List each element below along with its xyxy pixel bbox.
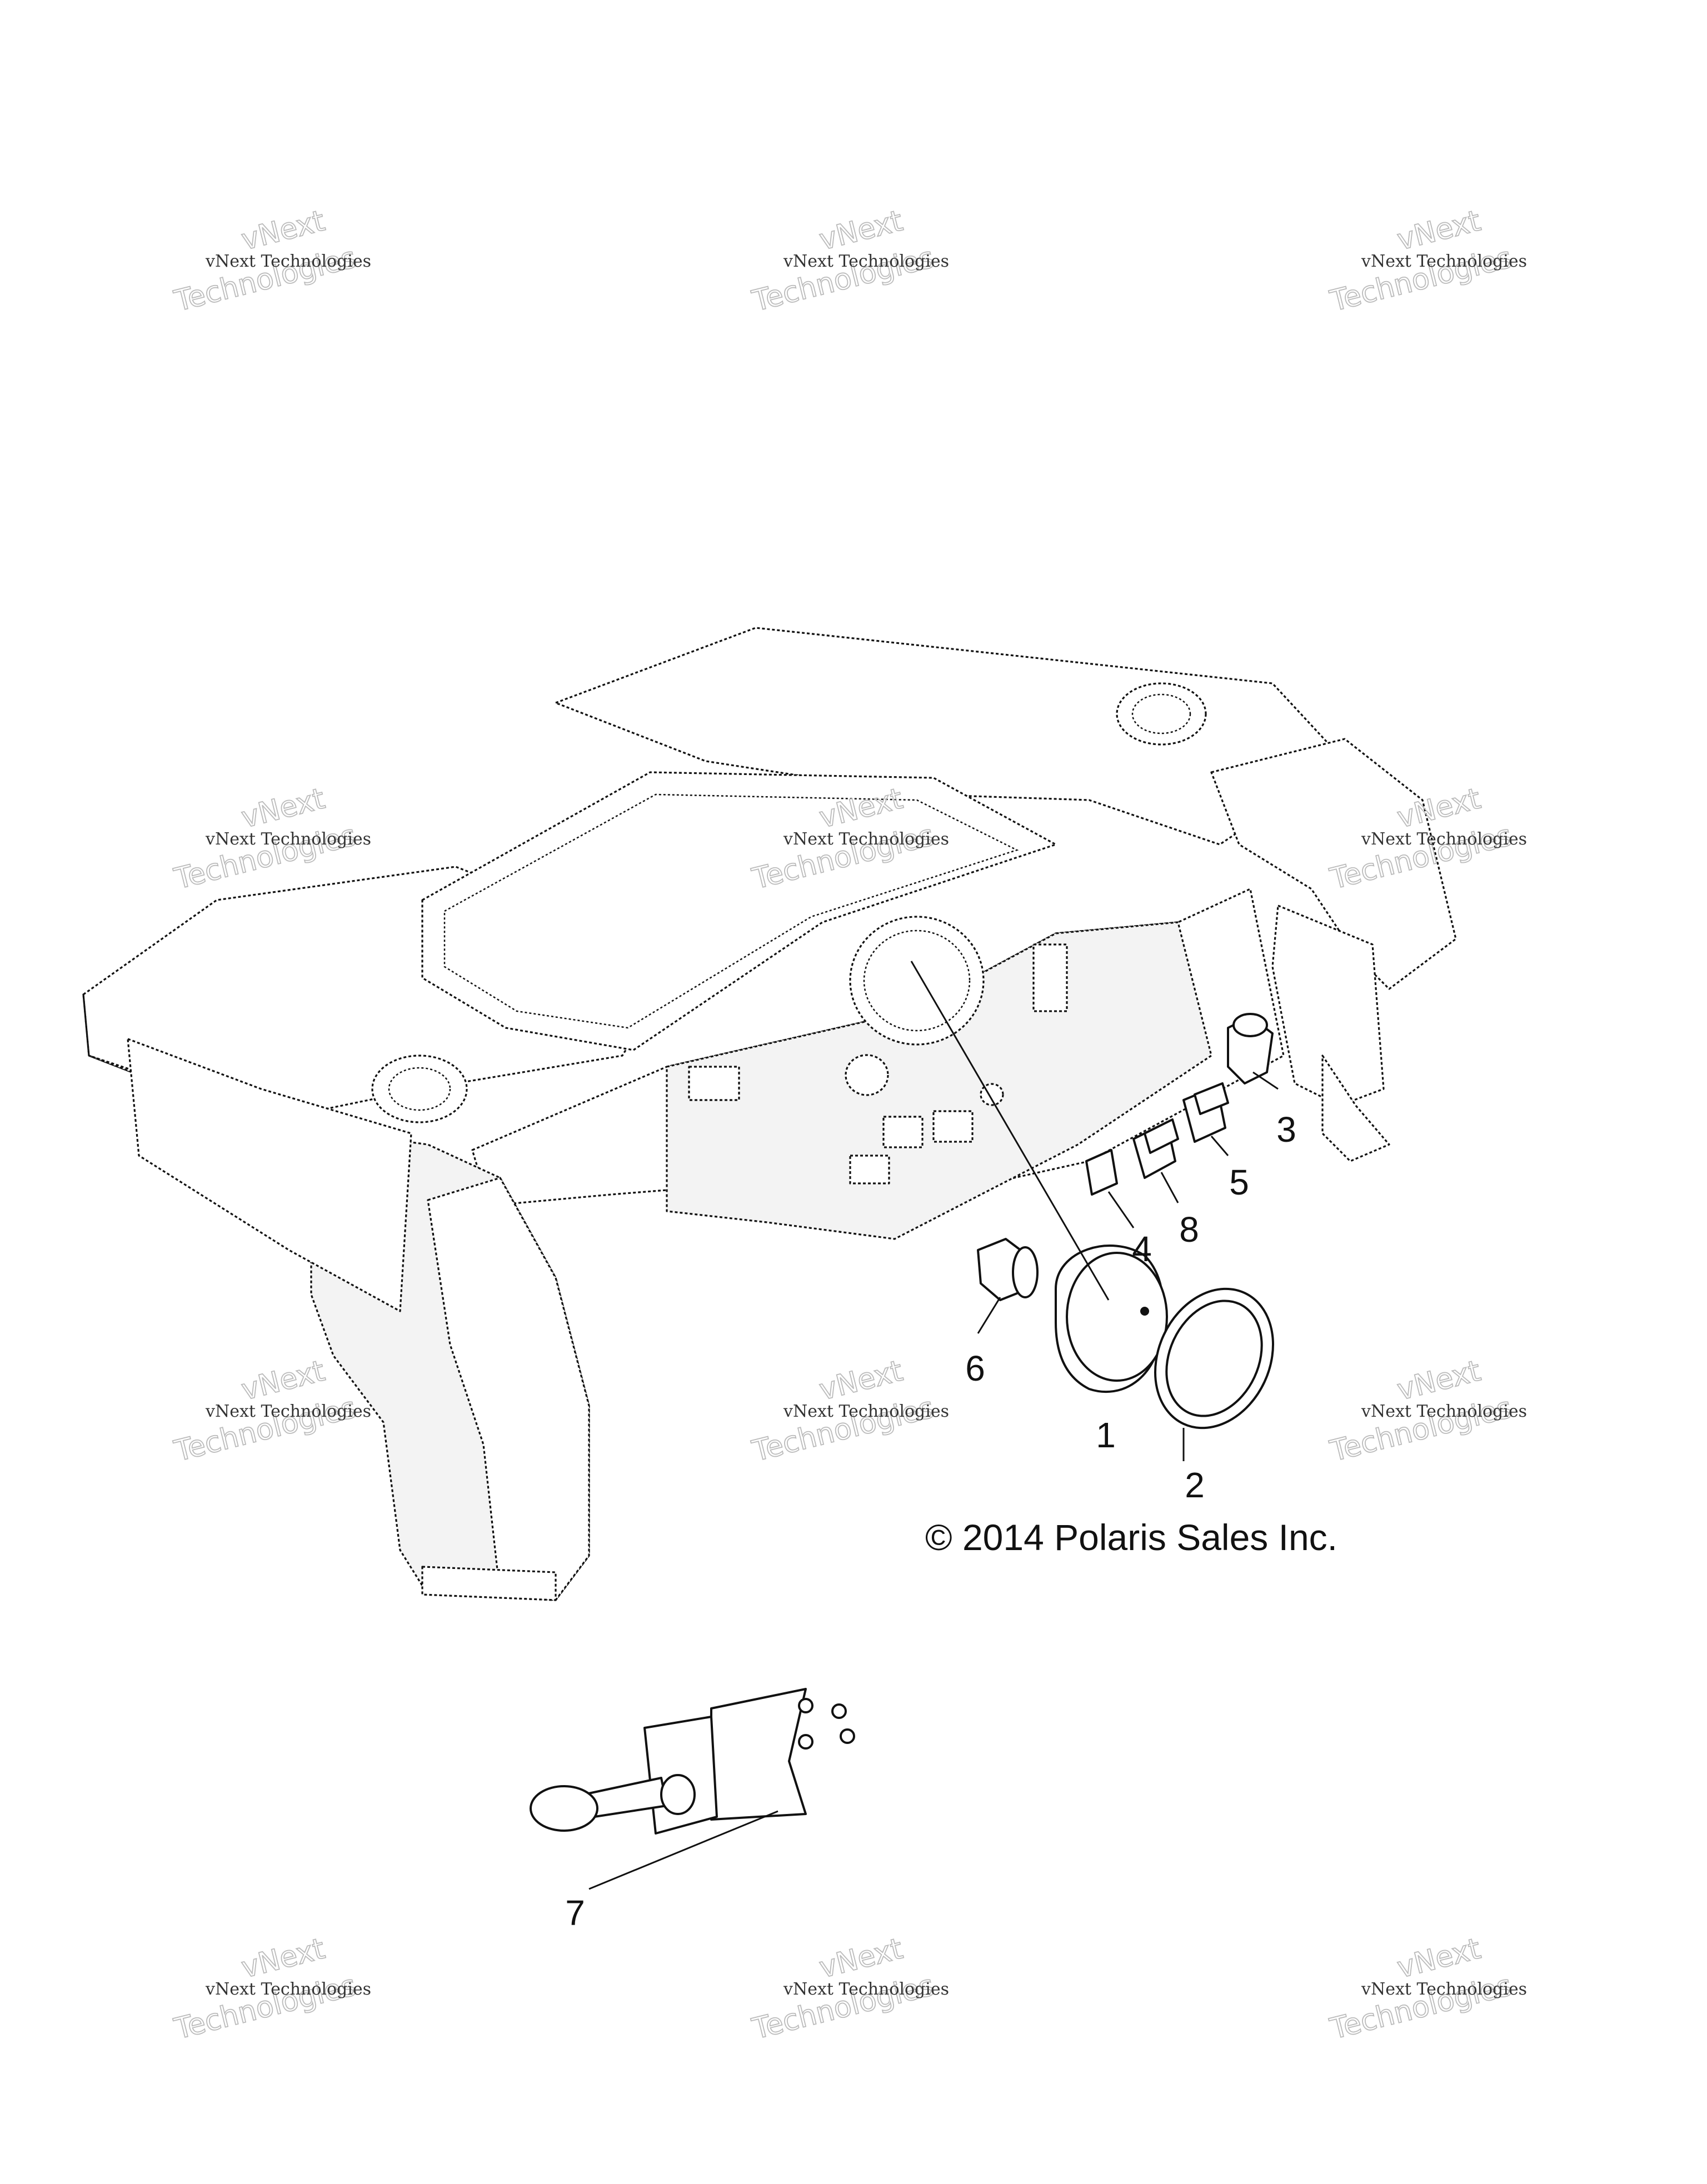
- svg-text:vNext Technologies: vNext Technologies: [205, 1402, 371, 1421]
- svg-text:vNext: vNext: [816, 1932, 906, 1985]
- svg-text:vNext Technologies: vNext Technologies: [205, 252, 371, 271]
- svg-text:vNext: vNext: [1394, 1932, 1484, 1985]
- callout-3: 3: [1276, 1110, 1296, 1150]
- svg-text:vNext Technologies: vNext Technologies: [783, 252, 949, 271]
- callout-5: 5: [1229, 1162, 1249, 1202]
- callout-4: 4: [1132, 1229, 1152, 1269]
- watermark: vNext Technologies vNext Technologies: [1326, 204, 1527, 319]
- svg-text:vNext Technologies: vNext Technologies: [783, 1402, 949, 1421]
- turn-signal-stalk: [530, 1688, 855, 1835]
- svg-text:vNext: vNext: [238, 204, 328, 257]
- callout-8: 8: [1179, 1210, 1199, 1250]
- svg-text:vNext Technologies: vNext Technologies: [205, 1980, 371, 1999]
- watermark: vNext Technologies vNext Technologies: [171, 1932, 371, 2047]
- rocker-switch-5: [1182, 1082, 1229, 1143]
- svg-text:vNext: vNext: [1394, 1355, 1484, 1407]
- svg-text:vNext: vNext: [238, 782, 328, 835]
- power-outlet: [1227, 1013, 1274, 1084]
- svg-text:vNext Technologies: vNext Technologies: [1361, 829, 1527, 849]
- callout-6: 6: [965, 1348, 985, 1388]
- svg-text:vNext Technologies: vNext Technologies: [1361, 252, 1527, 271]
- svg-text:vNext Technologies: vNext Technologies: [205, 829, 371, 849]
- watermark: vNext Technologies vNext Technologies: [748, 204, 949, 319]
- svg-text:vNext: vNext: [816, 1355, 906, 1407]
- watermark: vNext Technologies vNext Technologies: [748, 1932, 949, 2047]
- watermark: vNext Technologies vNext Technologies: [171, 1354, 371, 1469]
- svg-text:vNext Technologies: vNext Technologies: [783, 829, 949, 849]
- watermark: vNext Technologies vNext Technologies: [1326, 1932, 1527, 2047]
- svg-text:vNext Technologies: vNext Technologies: [1361, 1402, 1527, 1421]
- switch-blank-plug: [1085, 1149, 1118, 1196]
- svg-text:vNext: vNext: [1394, 204, 1484, 257]
- instrument-cluster: [1055, 1245, 1168, 1393]
- svg-text:vNext Technologies: vNext Technologies: [1361, 1980, 1527, 1999]
- callout-1: 1: [1096, 1415, 1116, 1455]
- callout-7: 7: [565, 1893, 585, 1933]
- callout-2: 2: [1185, 1465, 1205, 1505]
- callouts: 1 2 3 4 5 6 7 8: [565, 1110, 1296, 1933]
- svg-text:vNext: vNext: [238, 1932, 328, 1985]
- cluster-bezel-ring: [1154, 1287, 1274, 1430]
- leader-lines: [588, 961, 1279, 1890]
- svg-text:vNext: vNext: [816, 204, 906, 257]
- watermark: vNext Technologies vNext Technologies: [171, 782, 371, 897]
- ignition-key-switch: [977, 1238, 1039, 1301]
- svg-text:vNext Technologies: vNext Technologies: [783, 1980, 949, 1999]
- watermark: vNext Technologies vNext Technologies: [171, 204, 371, 319]
- copyright-notice: © 2014 Polaris Sales Inc.: [925, 1517, 1337, 1558]
- svg-text:vNext: vNext: [238, 1355, 328, 1407]
- watermark: vNext Technologies vNext Technologies: [748, 1354, 949, 1469]
- watermark: vNext Technologies vNext Technologies: [1326, 1354, 1527, 1469]
- rocker-switch-8: [1132, 1118, 1179, 1179]
- dashboard-assembly: [82, 627, 1457, 1601]
